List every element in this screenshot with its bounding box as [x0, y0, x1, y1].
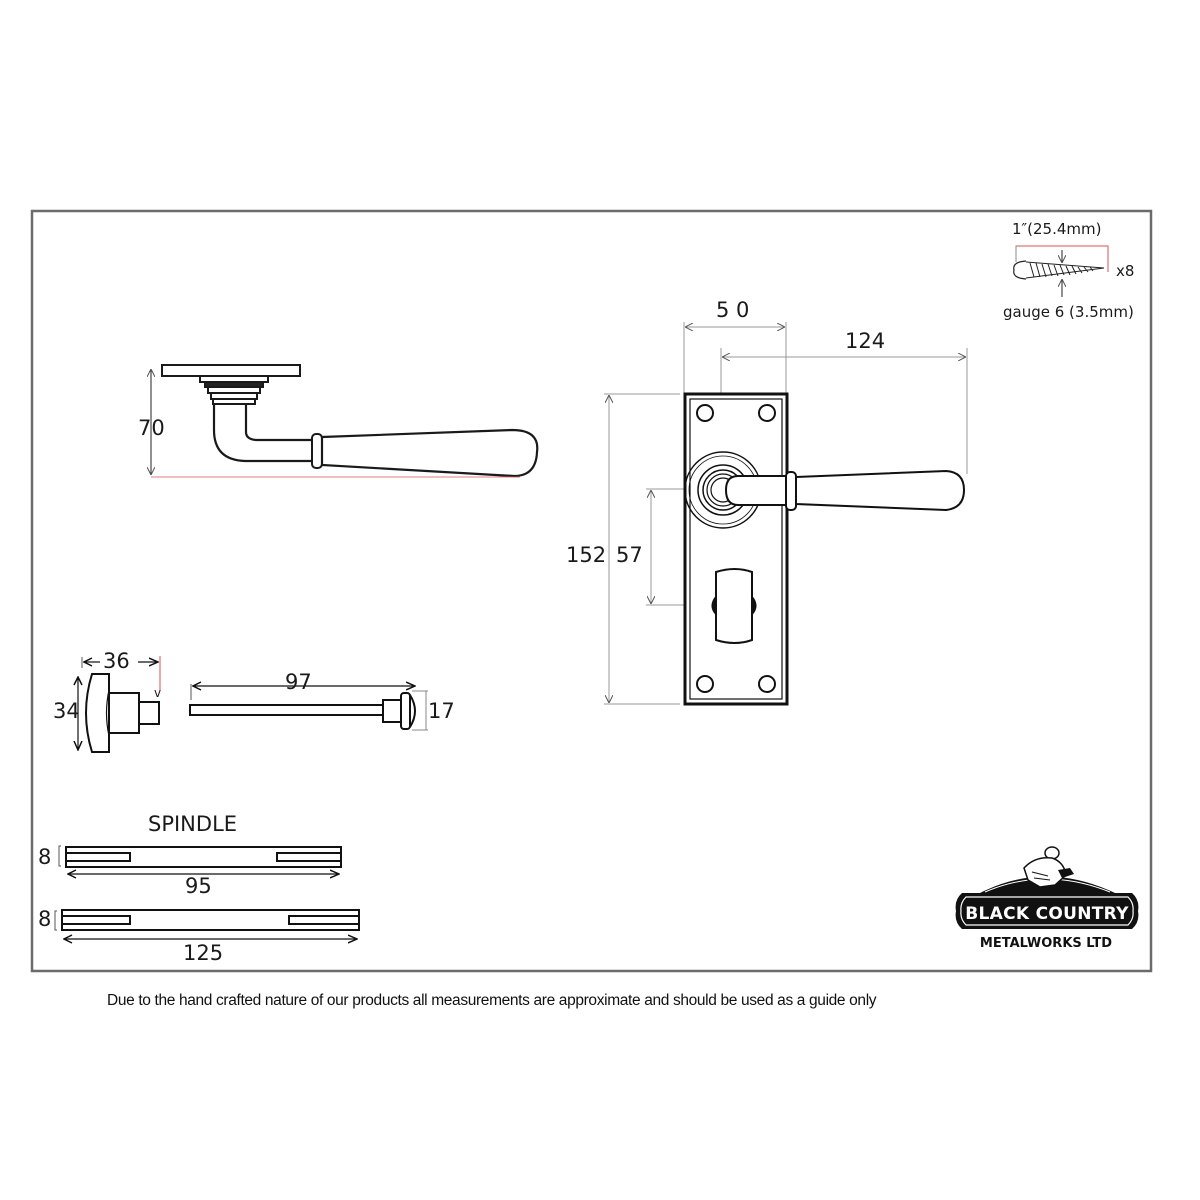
- screw-quantity-label: x8: [1116, 262, 1134, 280]
- spindle-title: SPINDLE: [148, 812, 237, 836]
- drawing-frame: [30, 209, 1153, 973]
- lever-side-view: [151, 364, 539, 478]
- spindle-125-length-label: 125: [183, 941, 223, 965]
- screw-diagram: 1″(25.4mm) x8 gauge 6 (3.5mm): [1003, 220, 1134, 321]
- backplate-width-label: 5 0: [716, 298, 749, 322]
- logo-line1: BLACK COUNTRY: [965, 904, 1129, 924]
- screw-length-label: 1″(25.4mm): [1012, 220, 1101, 238]
- spindle-95-length-label: 95: [185, 874, 212, 898]
- side-height-label: 70: [138, 416, 165, 440]
- turn-release-diagram: [78, 656, 428, 753]
- spindle-95-thickness-label: 8: [38, 845, 51, 869]
- lever-front-view: [604, 322, 968, 706]
- metalworker-figure-icon: [1023, 846, 1074, 888]
- company-logo: BLACK COUNTRY METALWORKS LTD: [955, 846, 1139, 951]
- logo-line2: METALWORKS LTD: [980, 936, 1112, 951]
- lever-projection-label: 124: [845, 329, 885, 353]
- turn-height-label: 34: [53, 699, 80, 723]
- spindle-125: [54, 909, 360, 939]
- disclaimer-text: Due to the hand crafted nature of our pr…: [107, 992, 877, 1009]
- screw-gauge-label: gauge 6 (3.5mm): [1003, 303, 1134, 321]
- bolt-head-label: 17: [428, 699, 455, 723]
- spindle-125-thickness-label: 8: [38, 907, 51, 931]
- turn-arrow-mark: v: [154, 686, 161, 700]
- spindle-95: [58, 845, 342, 874]
- backplate-height-label: 152: [566, 543, 606, 567]
- bolt-length-label: 97: [285, 670, 312, 694]
- turn-width-label: 36: [103, 649, 130, 673]
- centres-label: 57: [616, 543, 643, 567]
